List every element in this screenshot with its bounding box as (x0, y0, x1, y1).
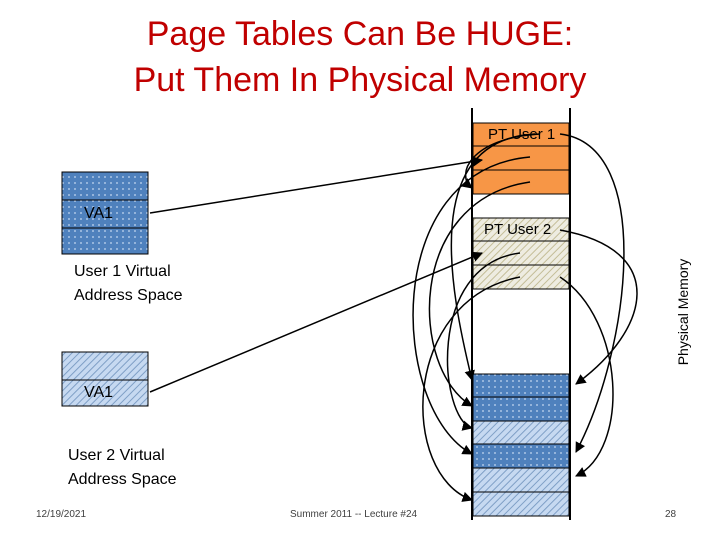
slide-title-line-1: Page Tables Can Be HUGE: (146, 15, 574, 53)
user2-va1-label: VA1 (84, 384, 114, 401)
user2-space-line1: User 2 Virtual (68, 447, 165, 464)
phys-page-5 (472, 467, 570, 493)
pt-user2-entry-2 (472, 240, 570, 266)
pt-user2-label: PT User 2 (484, 221, 552, 238)
va-to-pt-arrows (149, 156, 484, 393)
user1-space-line1: User 1 Virtual (74, 263, 171, 280)
phys-page-1 (472, 373, 570, 398)
footer-date: 12/19/2021 (36, 509, 87, 520)
user1-space-line2: Address Space (74, 287, 183, 304)
footer-page-number: 28 (665, 509, 677, 520)
phys-page-3 (472, 420, 570, 445)
user1-va1-label: VA1 (84, 205, 114, 222)
phys-page-4 (472, 443, 570, 469)
pt-user1-entry-3 (472, 169, 570, 195)
user2-virtual-space (61, 351, 149, 407)
pt-to-phys-arrows (412, 133, 638, 502)
footer-course: Summer 2011 -- Lecture #24 (290, 509, 418, 520)
pt-user1-label: PT User 1 (488, 126, 556, 143)
physical-memory-column (471, 108, 571, 520)
phys-page-2 (472, 396, 570, 422)
user2-space-line2: Address Space (68, 471, 177, 488)
physical-memory-label: Physical Memory (675, 258, 691, 366)
user1-virtual-space (61, 171, 149, 255)
slide-title-line-2: Put Them In Physical Memory (133, 61, 587, 99)
pt-user2-entry-3 (472, 264, 570, 290)
phys-page-6 (472, 491, 570, 517)
